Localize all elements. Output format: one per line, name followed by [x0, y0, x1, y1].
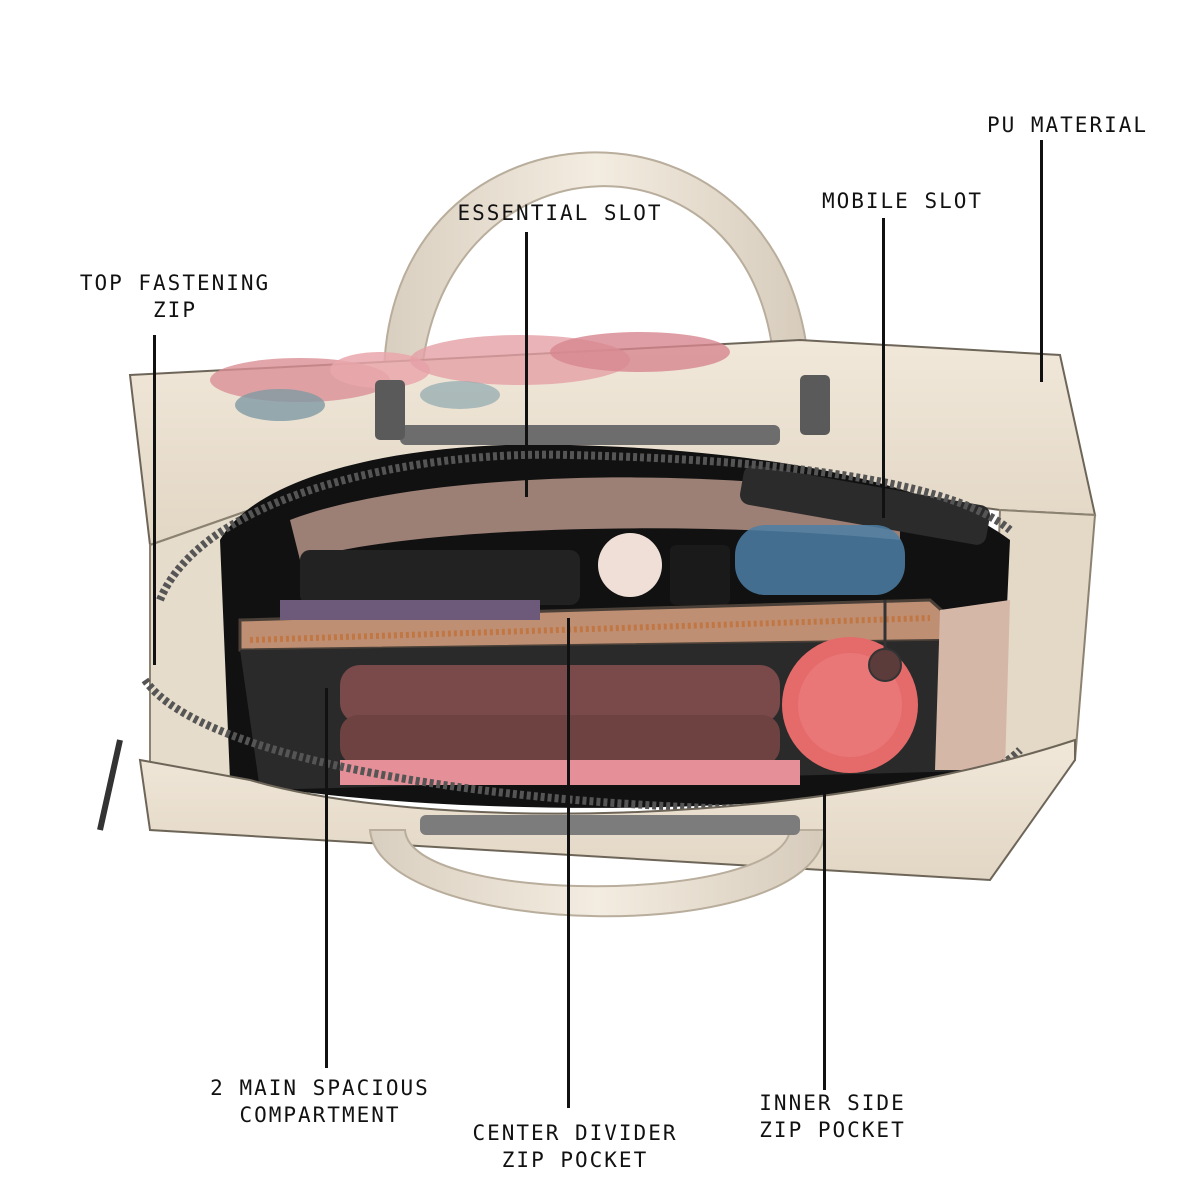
callout-line-essential: [525, 232, 528, 497]
label-main-compartment: 2 MAIN SPACIOUS COMPARTMENT: [210, 1076, 430, 1127]
zip-pull: [97, 739, 123, 831]
bag-front-panel: [138, 738, 1076, 882]
zip-charm: [868, 648, 902, 682]
callout-line-main-comp: [325, 688, 328, 1068]
floral-print: [210, 332, 730, 421]
wallet-bottom: [340, 715, 780, 765]
cosmetic-box: [300, 550, 580, 605]
label-inner-side-zip: INNER SIDE ZIP POCKET: [759, 1091, 906, 1142]
metal-bar-back: [400, 425, 780, 445]
zipper-bottom: [141, 677, 1023, 815]
callout-line-center-divider: [567, 618, 570, 1108]
wallet-top: [340, 665, 780, 723]
cosmetic-cap: [598, 533, 662, 597]
label-top-fastening-zip: TOP FASTENING ZIP: [79, 271, 271, 322]
lipstick: [670, 545, 730, 605]
label-pu-material: PU MATERIAL: [986, 113, 1149, 137]
label-essential-slot: ESSENTIAL SLOT: [457, 201, 663, 225]
sunglasses: [735, 525, 905, 595]
label-center-divider: CENTER DIVIDER ZIP POCKET: [472, 1121, 678, 1172]
callout-line-top-zip: [153, 335, 156, 665]
zipper-top: [156, 450, 1013, 602]
purple-card: [280, 600, 540, 620]
mobile-phone: [740, 465, 990, 545]
callout-line-pu: [1040, 140, 1043, 382]
label-mobile-slot: MOBILE SLOT: [821, 189, 984, 213]
callout-line-mobile: [882, 218, 885, 518]
metal-bar-front: [420, 815, 800, 835]
callout-line-inner-side: [823, 780, 826, 1090]
